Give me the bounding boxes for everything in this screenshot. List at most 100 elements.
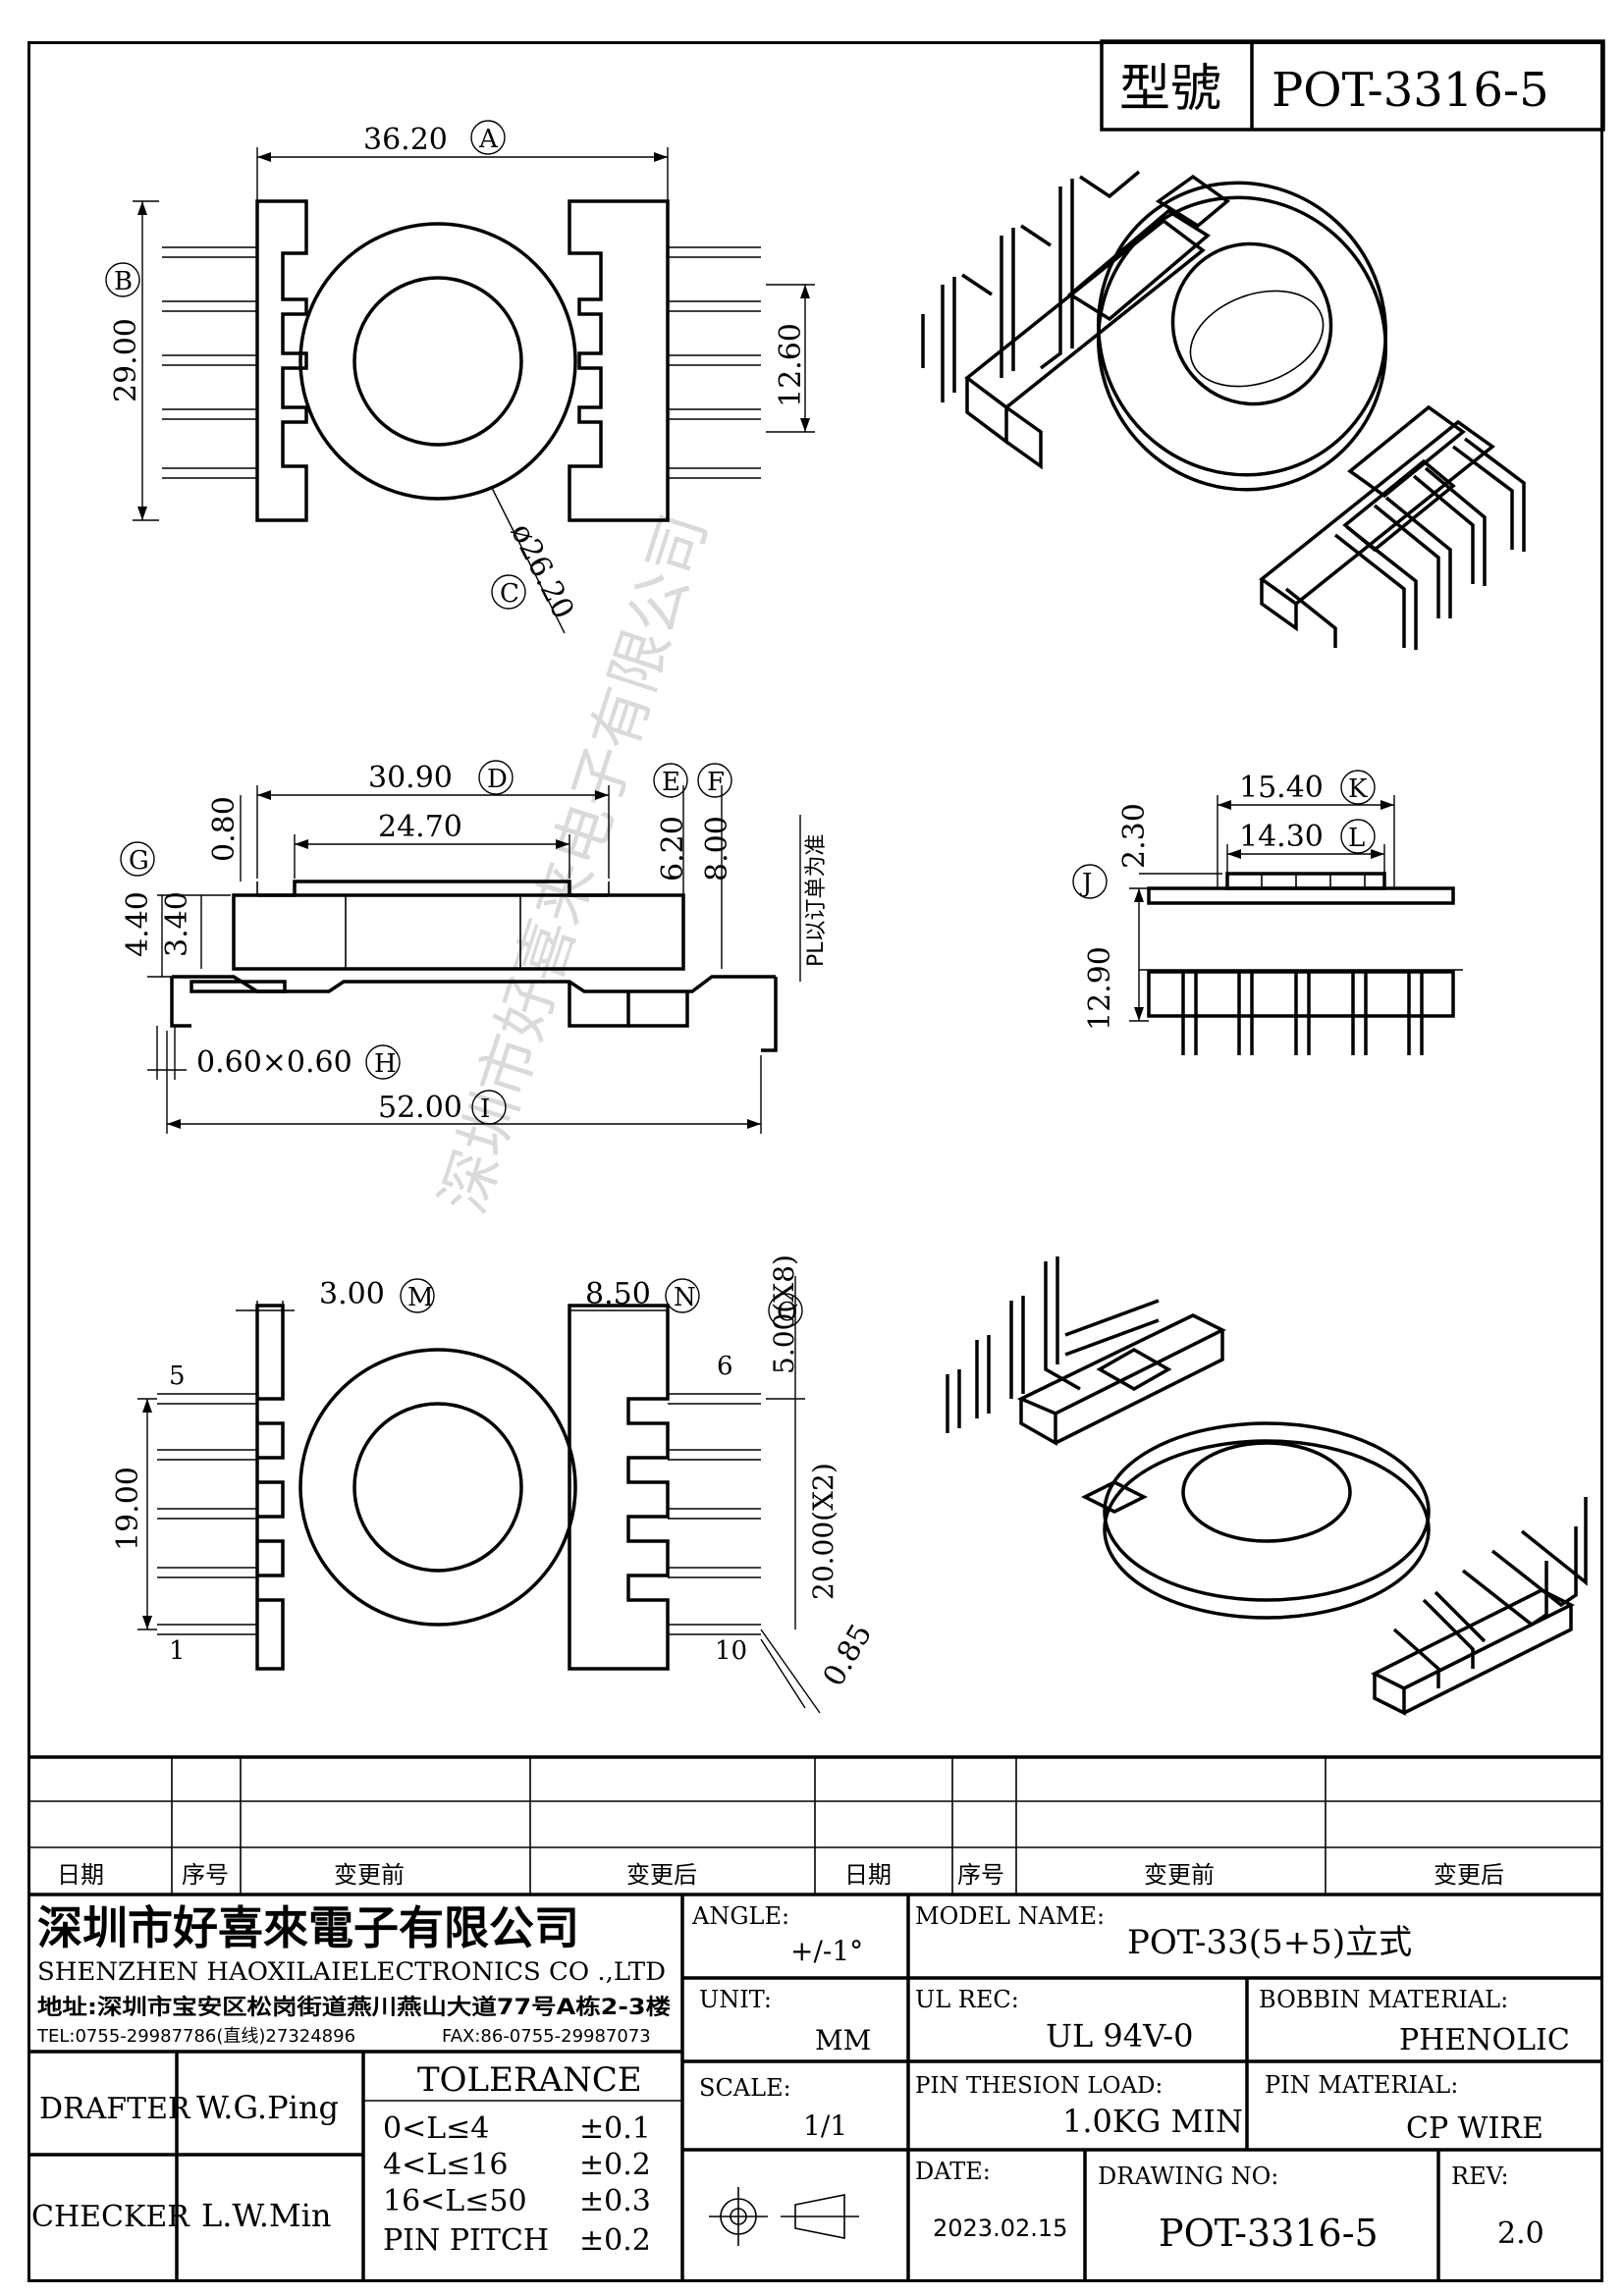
company-tel: TEL:0755-29987786(直线)27324896 xyxy=(36,2026,355,2047)
pin-label-10: 10 xyxy=(715,1636,747,1666)
dim-row-value: 20.00(X2) xyxy=(807,1463,839,1600)
revision-table: 日期 序号 变更前 变更后 日期 序号 变更前 变更后 xyxy=(27,1755,1603,1896)
bottom-view: 5 6 1 10 3.00 M 8.50 N 5.00(X8) O 19.00 xyxy=(111,1255,880,1714)
dim-f-value: 8.00 xyxy=(700,816,734,881)
rev-label: REV: xyxy=(1451,2163,1509,2190)
iso-top-pins-left xyxy=(921,170,1141,402)
tolerance-title: TOLERANCE xyxy=(417,2060,642,2100)
iso-top-pins-right xyxy=(1284,437,1526,650)
dim-l-value: 14.30 xyxy=(1239,820,1324,854)
drafter-value: W.G.Ping xyxy=(196,2089,339,2126)
note-pl: PL以订单为准 xyxy=(804,833,829,967)
model-value: POT-3316-5 xyxy=(1272,63,1549,118)
iso-bottom-pins-right xyxy=(1392,1497,1588,1688)
bottom-view-pins-right xyxy=(668,1393,761,1635)
pin-label-1: 1 xyxy=(169,1636,186,1666)
rev-value: 2.0 xyxy=(1497,2216,1544,2251)
model-name-label: MODEL NAME: xyxy=(915,1902,1105,1930)
dim-j-value: 12.90 xyxy=(1083,946,1117,1031)
dim-e-value: 6.20 xyxy=(656,816,690,881)
dim-pin-span-value: 12.60 xyxy=(774,323,808,407)
dim-g-tag: G xyxy=(129,846,149,876)
rev-header-after-2: 变更后 xyxy=(1434,1861,1504,1889)
dim-n-tag: N xyxy=(674,1283,696,1312)
date-label: DATE: xyxy=(915,2158,991,2185)
projection-symbol-icon xyxy=(709,2187,859,2246)
dim-i-value: 52.00 xyxy=(378,1091,462,1125)
company-name-en: SHENZHEN HAOXILAIELECTRONICS CO .,LTD xyxy=(37,1957,666,1986)
end-view: 15.40 K 14.30 L 2.30 12.90 J xyxy=(1072,770,1463,1055)
tolerance-range-4: PIN PITCH xyxy=(383,2223,549,2258)
drawing-no-value: POT-3316-5 xyxy=(1159,2212,1379,2255)
unit-label: UNIT: xyxy=(699,1986,772,2013)
dim-h-value: 0.60×0.60 xyxy=(196,1045,352,1080)
ul-value: UL 94V-0 xyxy=(1046,2017,1193,2055)
tolerance-range-1: 0<L≤4 xyxy=(383,2111,489,2146)
rev-header-before-1: 变更前 xyxy=(334,1861,405,1889)
rev-header-date-1: 日期 xyxy=(57,1861,104,1889)
model-header-box xyxy=(1100,39,1605,132)
scale-value: 1/1 xyxy=(803,2109,847,2142)
dim-m-value: 3.00 xyxy=(319,1277,385,1311)
side-view: 30.90 D 24.70 6.20 8.00 E F 0.80 4. xyxy=(120,760,829,1134)
date-value: 2023.02.15 xyxy=(933,2215,1067,2242)
dim-flange-value: 3.40 xyxy=(160,891,194,957)
tolerance-range-2: 4<L≤16 xyxy=(383,2148,508,2182)
dim-l-tag: L xyxy=(1348,824,1365,853)
rev-header-no-2: 序号 xyxy=(957,1861,1004,1889)
dim-inner-value: 24.70 xyxy=(378,810,462,844)
dim-g-value: 4.40 xyxy=(121,891,155,957)
pin-label-6: 6 xyxy=(717,1352,733,1381)
isometric-view-bottom xyxy=(946,1256,1588,1716)
tolerance-value-1: ±0.1 xyxy=(579,2111,651,2146)
company-fax: FAX:86-0755-29987073 xyxy=(442,2026,651,2047)
dim-j-tag: J xyxy=(1079,869,1092,898)
unit-value: MM xyxy=(815,2024,871,2056)
pin-material-label: PIN MATERIAL: xyxy=(1265,2071,1458,2099)
angle-value: +/-1° xyxy=(790,1935,863,1967)
dim-i-tag: I xyxy=(480,1095,490,1124)
pin-load-label: PIN THESION LOAD: xyxy=(915,2073,1163,2099)
pin-material-value: CP WIRE xyxy=(1406,2111,1543,2146)
dim-top-value: 2.30 xyxy=(1117,803,1152,869)
dim-b-value: 29.00 xyxy=(109,318,143,402)
title-block: 深圳市好喜來電子有限公司 SHENZHEN HAOXILAIELECTRONIC… xyxy=(27,1895,1603,2282)
dim-k-tag: K xyxy=(1348,774,1368,804)
top-view: 36.20 A 29.00 B 12.60 ø26.20 C xyxy=(105,120,815,634)
dim-c-tag: C xyxy=(500,579,519,609)
top-view-pins-right xyxy=(668,246,761,479)
dim-d-value: 30.90 xyxy=(368,761,453,795)
angle-label: ANGLE: xyxy=(691,1902,789,1930)
dim-a-tag: A xyxy=(478,125,499,154)
pin-load-value: 1.0KG MIN xyxy=(1062,2103,1243,2140)
bobbin-label: BOBBIN MATERIAL: xyxy=(1259,1986,1508,2013)
ul-label: UL REC: xyxy=(915,1986,1019,2013)
drawing-frame xyxy=(27,41,1603,2282)
dim-span-value: 19.00 xyxy=(111,1467,145,1551)
pin-label-5: 5 xyxy=(169,1362,186,1391)
dim-h-tag: H xyxy=(374,1049,397,1079)
scale-label: SCALE: xyxy=(699,2074,791,2102)
tolerance-value-3: ±0.3 xyxy=(579,2184,651,2218)
dim-b-tag: B xyxy=(114,267,133,296)
checker-value: L.W.Min xyxy=(201,2197,332,2234)
model-header: 型號 POT-3316-5 xyxy=(1100,39,1605,132)
dim-f-tag: F xyxy=(707,768,725,797)
rev-header-before-2: 变更前 xyxy=(1144,1861,1215,1889)
isometric-view-top xyxy=(921,170,1526,650)
tolerance-range-3: 16<L≤50 xyxy=(383,2184,527,2218)
dim-a-value: 36.20 xyxy=(363,123,448,157)
dim-pin-value: 0.85 xyxy=(817,1619,880,1692)
bobbin-value: PHENOLIC xyxy=(1399,2023,1570,2057)
company-name-cn: 深圳市好喜來電子有限公司 xyxy=(37,1901,579,1954)
tolerance-value-2: ±0.2 xyxy=(579,2148,651,2182)
dim-e-tag: E xyxy=(662,768,680,797)
model-label: 型號 xyxy=(1119,60,1221,119)
dim-top-step-value: 0.80 xyxy=(207,796,242,862)
dim-o-value: 5.00(X8) xyxy=(768,1255,800,1374)
rev-header-after-1: 变更后 xyxy=(626,1861,697,1889)
end-view-pins xyxy=(1181,972,1424,1055)
top-view-pins-left xyxy=(162,246,257,479)
iso-bottom-pins-left xyxy=(946,1256,1160,1433)
